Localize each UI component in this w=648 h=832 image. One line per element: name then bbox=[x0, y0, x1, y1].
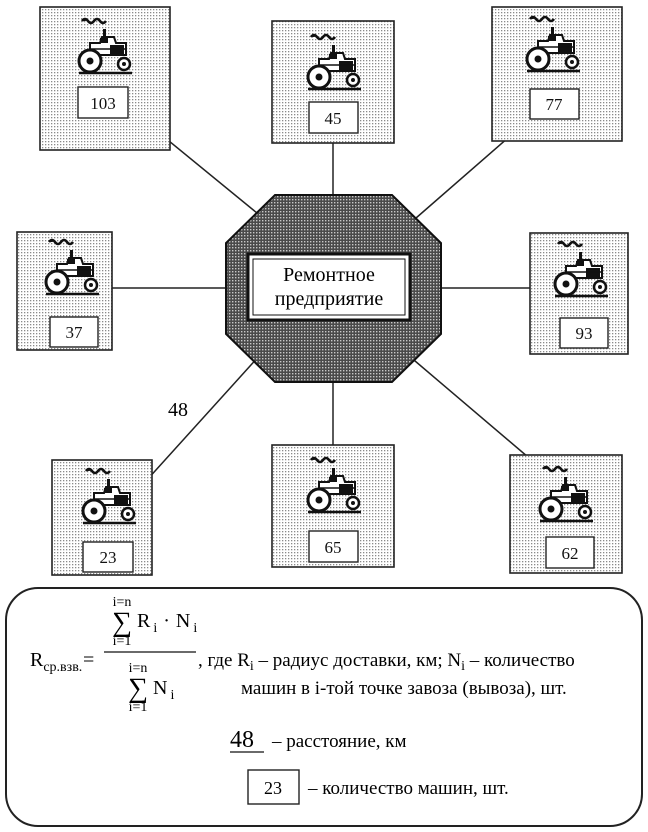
formula-explanation-line2: машин в i-той точке завоза (вывоза), шт. bbox=[241, 678, 567, 699]
repair-enterprise-node: Ремонтное предприятие bbox=[225, 194, 442, 383]
count-box bbox=[82, 541, 134, 573]
formula-lhs: Rср.взв. bbox=[30, 649, 82, 675]
legend-distance-sample: 48 bbox=[230, 727, 254, 753]
machine-count: 45 bbox=[325, 109, 342, 128]
count-box bbox=[308, 530, 359, 563]
node-n2: 45 bbox=[271, 20, 395, 144]
machine-count: 93 bbox=[576, 324, 593, 343]
count-box bbox=[49, 316, 99, 348]
machine-count: 37 bbox=[66, 323, 84, 342]
node-n6: 23 bbox=[51, 459, 153, 576]
numerator-sum-sign: ∑ bbox=[112, 607, 132, 638]
count-box bbox=[308, 101, 359, 134]
numerator-sum-upper: i=n bbox=[113, 595, 132, 610]
node-n4: 37 bbox=[16, 231, 113, 351]
machine-count: 23 bbox=[100, 548, 117, 567]
numerator-sum-lower: i=1 bbox=[113, 634, 132, 649]
count-box bbox=[545, 536, 595, 569]
node-n5: 93 bbox=[529, 232, 629, 355]
denominator-sum-upper: i=n bbox=[129, 661, 148, 676]
node-n7: 65 bbox=[271, 444, 395, 568]
center-title-line1: Ремонтное bbox=[283, 264, 375, 286]
legend-count-text: – количество машин, шт. bbox=[307, 778, 509, 799]
legend-count-box bbox=[247, 769, 300, 805]
denominator-sum-sign: ∑ bbox=[128, 673, 148, 704]
count-box bbox=[529, 88, 580, 120]
formula-explanation-line1: , где Ri – радиус доставки, км; Ni – кол… bbox=[198, 650, 575, 674]
distance-label: 48 bbox=[168, 399, 188, 421]
machine-count: 62 bbox=[562, 544, 579, 563]
machine-count: 77 bbox=[546, 95, 564, 114]
node-n1: 103 bbox=[39, 6, 171, 151]
machine-count: 65 bbox=[325, 538, 342, 557]
node-n8: 62 bbox=[509, 454, 623, 574]
denominator-sum-lower: i=1 bbox=[129, 700, 148, 715]
count-box bbox=[559, 317, 609, 349]
node-n3: 77 bbox=[491, 6, 623, 142]
machine-count: 103 bbox=[90, 94, 116, 113]
legend-count-sample: 23 bbox=[264, 778, 282, 798]
formula-equals: = bbox=[83, 649, 94, 671]
legend-distance-text: – расстояние, км bbox=[271, 731, 407, 752]
center-title-line2: предприятие bbox=[275, 288, 384, 310]
count-box bbox=[77, 86, 129, 119]
